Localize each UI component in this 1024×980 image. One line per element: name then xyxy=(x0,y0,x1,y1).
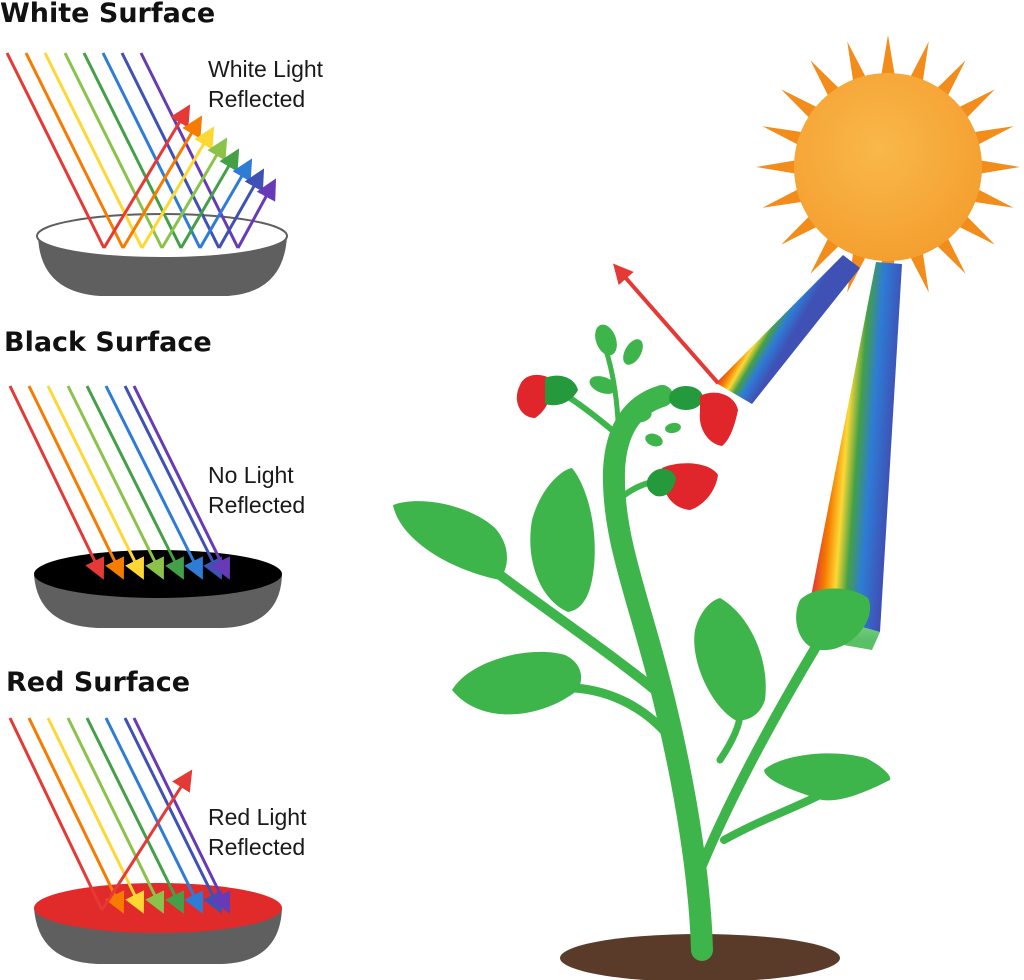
white-caption-line2: Reflected xyxy=(208,86,305,112)
red-bowl-surface xyxy=(34,883,282,933)
reflected-ray-green xyxy=(179,148,240,249)
incident-ray-violet xyxy=(139,52,240,249)
white-bowl-surface xyxy=(36,213,288,259)
leaf-small-6 xyxy=(665,422,681,434)
reflected-ray-orange xyxy=(121,115,203,249)
incident-ray-yellow xyxy=(46,717,145,914)
sun xyxy=(756,35,1020,299)
branch-top xyxy=(603,347,621,423)
leaf-small-2 xyxy=(623,339,643,365)
incident-ray-blue xyxy=(104,717,203,914)
white-incident-rays xyxy=(5,52,240,249)
sun-ray xyxy=(756,159,803,175)
white-surface-panel: White Surface White Light Reflected xyxy=(0,0,324,296)
black-surface-panel: Black Surface No Light Reflected xyxy=(4,327,305,628)
leaf-left-top xyxy=(393,501,507,580)
beam-leaf-overlap xyxy=(808,612,880,650)
incident-ray-orange xyxy=(27,385,125,580)
incident-ray-lime xyxy=(63,52,164,249)
light-beams xyxy=(613,255,902,632)
branch-right xyxy=(691,635,825,885)
leaf-right-upright xyxy=(694,598,766,721)
reflected-ray-yellow xyxy=(140,126,215,249)
red-caption-line1: Red Light xyxy=(208,804,307,830)
incident-ray-red xyxy=(8,385,105,580)
plant-stems xyxy=(495,347,825,961)
rainbow-beam-to-leaf xyxy=(808,262,902,632)
rainbow-beam-to-flower xyxy=(716,255,860,404)
leaf-small-4 xyxy=(632,409,652,423)
incident-ray-red xyxy=(8,717,104,911)
plant xyxy=(393,324,891,980)
branch-lower-left xyxy=(570,683,677,745)
reflected-ray-red xyxy=(102,104,191,249)
main-stem xyxy=(602,385,713,961)
incident-ray-green xyxy=(85,717,184,914)
incident-ray-red xyxy=(5,52,106,249)
leaf-right-bottom xyxy=(764,753,891,801)
sun-ray xyxy=(973,159,1020,175)
flower-middle-petals xyxy=(661,463,718,510)
reflected-ray-lime xyxy=(160,137,228,249)
flower-left-sepal xyxy=(545,375,578,406)
leaf-small-3 xyxy=(589,376,617,394)
branch-right-low xyxy=(720,791,824,844)
red-surface-panel: Red Surface Red Light Reflected xyxy=(6,667,307,964)
flower-right-top-sepal xyxy=(669,386,703,410)
flower-right-top xyxy=(669,386,738,446)
incident-ray-yellow xyxy=(43,52,144,249)
white-reflected-rays xyxy=(102,104,277,249)
red-surface-title: Red Surface xyxy=(6,667,190,698)
black-incident-rays xyxy=(8,385,230,580)
leaf-small-1 xyxy=(595,324,617,356)
reflected-red-arrow xyxy=(613,263,720,385)
black-bowl xyxy=(34,550,282,628)
white-surface-title: White Surface xyxy=(0,0,215,29)
plant-flowers xyxy=(516,374,738,510)
leaf-left-bottom xyxy=(452,651,582,715)
incident-ray-indigo xyxy=(120,52,221,249)
flower-left xyxy=(516,374,578,418)
incident-ray-violet xyxy=(132,717,231,914)
leaf-small-5 xyxy=(645,433,663,447)
incident-ray-indigo xyxy=(123,385,222,580)
incident-ray-violet xyxy=(132,385,230,580)
black-bowl-surface xyxy=(34,550,282,598)
branch-upper-left xyxy=(495,570,667,701)
black-surface-title: Black Surface xyxy=(4,327,212,358)
flower-middle xyxy=(646,463,718,510)
leaf-left-upright xyxy=(530,468,595,612)
white-bowl xyxy=(36,213,288,296)
sun-disc xyxy=(794,73,982,261)
branch-flower-left xyxy=(567,395,615,433)
incident-ray-lime xyxy=(66,385,164,580)
reflected-ray-violet xyxy=(236,178,277,249)
incident-ray-blue xyxy=(104,385,203,580)
red-incident-rays xyxy=(8,717,231,914)
flower-middle-sepal xyxy=(646,468,676,497)
reflected-ray-indigo xyxy=(217,168,265,249)
red-bowl xyxy=(34,883,282,964)
incident-ray-blue xyxy=(101,52,202,249)
incident-ray-orange xyxy=(24,52,125,249)
incident-ray-orange xyxy=(27,717,125,914)
red-caption-line2: Reflected xyxy=(208,834,305,860)
incident-ray-green xyxy=(85,385,184,580)
white-caption-line1: White Light xyxy=(208,56,324,82)
sun-ray xyxy=(880,35,896,82)
incident-ray-yellow xyxy=(46,385,144,580)
reflected-ray-blue xyxy=(198,158,253,249)
incident-ray-indigo xyxy=(123,717,222,914)
flower-right-top-petals xyxy=(699,392,738,446)
reflected-ray-red xyxy=(100,769,193,911)
black-caption-line1: No Light xyxy=(208,462,294,488)
incident-ray-lime xyxy=(66,717,165,914)
incident-ray-green xyxy=(82,52,183,249)
black-caption-line2: Reflected xyxy=(208,492,305,518)
